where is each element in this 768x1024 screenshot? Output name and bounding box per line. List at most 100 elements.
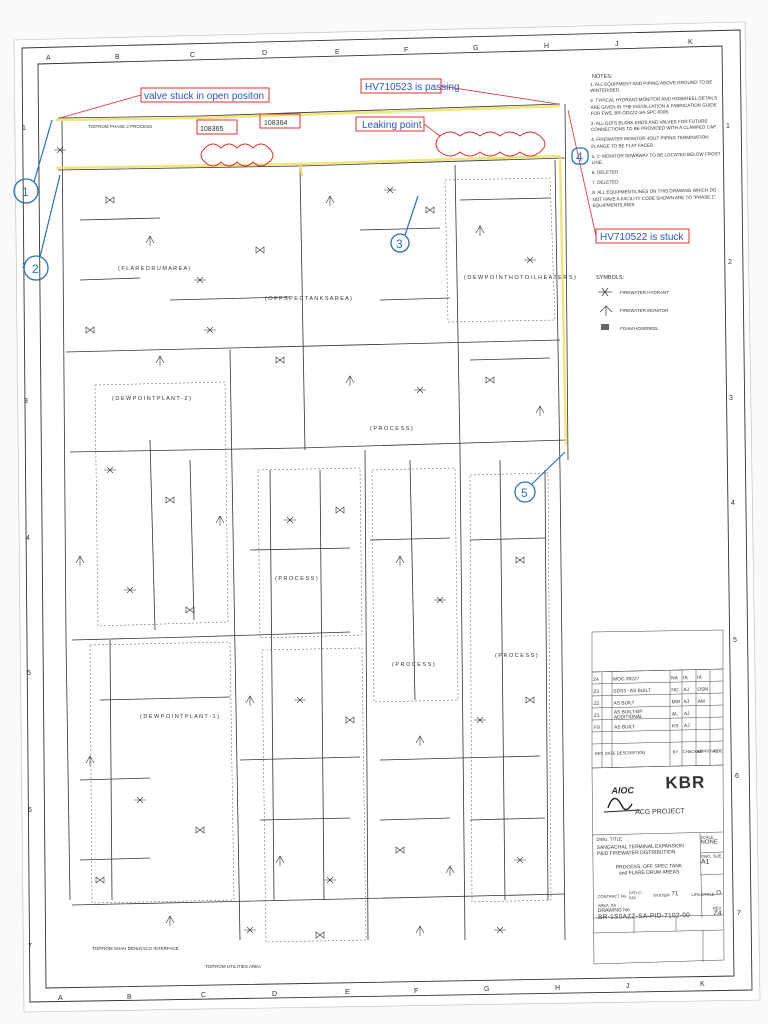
valve-symbols [54,146,545,939]
flare-drum-area-label: ( F L A R E D R U M A R E A ) [118,266,190,272]
marker-1-label: 1 [22,185,29,199]
hydrant-icon [134,796,146,804]
gate-valve-icon [95,876,105,884]
hosereel-icon [601,324,609,330]
red-callouts [59,78,690,244]
note-item: 5. 1" MONITOR SDWAWAY TO BE LOCATED BELO… [591,150,721,165]
symbols-title: SYMBOLS: [596,275,625,281]
row-label: 4 [731,500,735,507]
col-label: C [190,52,195,59]
hydrant-icon [524,256,536,264]
monitor-icon [475,225,485,236]
lifecycle-label: LIFE CYCLE [691,891,715,897]
hydrant-icon [474,716,486,724]
lifecycle-value: O [716,890,722,897]
col-label: D [272,991,277,998]
gate-valve-icon [105,196,115,204]
monitor-icon [275,855,285,866]
note-item: 7. DELETED [592,179,619,186]
hydrant-icon [244,926,256,934]
col-label: H [555,985,560,992]
hydrant-icon [294,696,306,704]
paper-sheet [13,21,761,1013]
row-label: 7 [737,910,741,917]
dew-point-plant-1-label: ( D E W P O I N T P L A N T - 1 ) [140,714,219,720]
hydrant-icon [514,856,526,864]
monitor-icon [145,235,155,246]
rev-value: Z4 [713,910,722,918]
hydrant-icon [124,586,136,594]
gate-valve-icon [195,826,205,834]
gate-valve-icon [425,206,435,214]
row-label: 3 [729,395,733,402]
row-label: 3 [24,398,28,405]
hydrant-icon [204,326,216,334]
col-label: K [688,39,693,46]
col-label: G [473,45,478,52]
marker-2-label: 2 [32,262,39,276]
off-spec-tanks-label: ( O F F S P E C T A N K S A R E A ) [265,296,352,302]
to-from-phase2-label: TO/FROM PHASE 2 PROCESS [88,124,152,129]
contract-value: FPD-C-045 [628,890,643,901]
gate-valve-icon [525,696,535,704]
notes-title: NOTES: [592,74,613,80]
gate-valve-icon [275,356,285,364]
row-label: 2 [728,259,732,266]
col-label: J [615,41,619,48]
leak-cloud [435,131,546,157]
col-label: D [262,50,267,57]
hydrant-icon [324,876,336,884]
monitor-icon [165,915,175,926]
monitor-icon [345,375,355,386]
monitor-icon [75,555,85,566]
monitor-icon [415,925,425,936]
gate-valve-icon [255,246,265,254]
marker-5-label: 5 [521,486,528,500]
col-label: E [345,989,350,996]
dwg-title-label: DWG. TITLE [596,836,623,842]
col-label: A [58,995,63,1002]
note-item: 6. DELETED [591,169,619,176]
row-label: 1 [22,125,26,132]
gate-valve-icon [485,376,495,384]
title-line-2: P&ID FIREWATER DISTRIBUTION. [596,849,677,857]
col-label: B [127,994,132,1001]
row-label: 6 [735,773,739,780]
hv710522-annotation: HV710522 is stuck [600,232,684,243]
col-label: E [335,49,340,56]
ref-108364: 108364 [264,120,287,127]
leak-cloud [200,143,274,167]
system-label: SYSTEM [653,891,670,898]
marker-4-label: 4 [576,150,583,164]
hydrant-icon [414,386,426,394]
col-label: K [700,981,705,988]
note-item: 1. ALL EQUIPMENT AND PIPING ABOVE GROUND… [590,79,713,94]
title-line-4: and FLARE DRUM AREAS [618,869,680,877]
hydrant-icon [194,276,206,284]
monitor-icon [325,195,335,206]
marker-circle-5 [514,481,536,503]
row-label: 4 [26,535,30,542]
hydrant-icon [284,516,296,524]
valve-stuck-annotation: valve stuck in open positon [144,91,264,102]
marker-circle-1 [13,178,39,204]
marker-circle-2 [23,255,49,281]
system-value: 71 [671,891,679,898]
column-labels-top: A B C D E F G H J K [46,39,693,62]
aioc-logo [603,797,641,813]
col-label: G [484,986,489,993]
monitor-icon [85,755,95,766]
leaking-point-annotation: Leaking point [362,120,422,131]
pipe-network [57,103,569,941]
row-label: 6 [28,807,32,814]
to-from-shah-deniz-label: TO/FROM SHAH DENIZ/ACG INTERFACE [92,946,179,951]
gate-valve-icon [315,931,325,939]
hydrant-icon [494,926,506,934]
process-area-label: ( P R O C E S S ) [392,662,435,668]
kbr-logo [668,782,702,796]
monitor-icon [395,555,405,566]
gate-valve-icon [345,716,355,724]
outer-frame [21,29,753,1003]
